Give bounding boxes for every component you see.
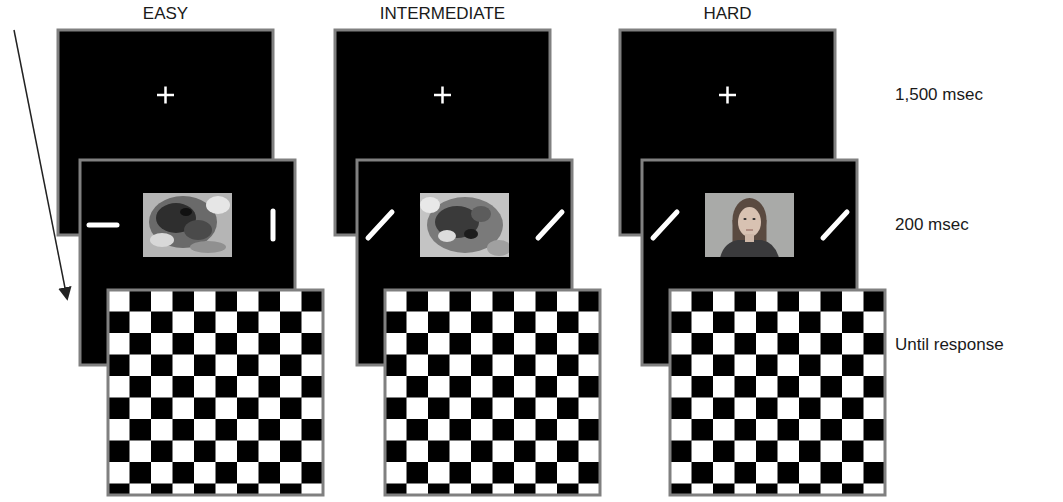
mask-screen: [108, 290, 323, 495]
hard-trial: [620, 30, 885, 495]
stimulus-screen-part: [653, 212, 677, 238]
aversive-photo-part: [464, 229, 478, 239]
aversive-photo: [420, 193, 509, 257]
mask-screen-part: [670, 290, 885, 495]
mask-screen-part: [108, 290, 323, 495]
aversive-photo-part: [438, 230, 456, 242]
mask-screen-part: [108, 290, 323, 495]
aversive-photo-part: [143, 193, 232, 257]
neutral-face-photo: [705, 193, 794, 257]
easy-trial: [58, 30, 323, 495]
neutral-face-photo-part: [752, 218, 755, 220]
aversive-photo-part: [206, 196, 230, 214]
mask-screen: [670, 290, 885, 495]
duration-label: 1,500 msec: [895, 85, 983, 105]
duration-label: Until response: [895, 335, 1004, 355]
mask-screen-part: [670, 290, 885, 495]
stimulus-screen-part: [823, 212, 847, 238]
neutral-face-photo-part: [738, 207, 761, 237]
intermediate-trial: [335, 30, 600, 495]
stimulus-screen-part: [368, 212, 392, 238]
aversive-photo-part: [184, 220, 212, 240]
fixation-screen-part: [157, 87, 174, 104]
neutral-face-photo-part: [743, 218, 746, 220]
column-heading: INTERMEDIATE: [380, 4, 505, 24]
aversive-photo-part: [180, 208, 192, 216]
neutral-face-photo-part: [745, 234, 754, 242]
aversive-photo-part: [471, 206, 491, 222]
mask-screen-part: [385, 290, 600, 495]
aversive-photo-part: [150, 233, 174, 247]
neutral-face-photo-part: [705, 193, 794, 257]
aversive-photo: [143, 193, 232, 257]
column-heading: EASY: [143, 4, 188, 24]
neutral-face-photo-part: [720, 240, 779, 257]
duration-label: 200 msec: [895, 215, 969, 235]
stimulus-screen-part: [89, 223, 117, 228]
column-heading: HARD: [703, 4, 751, 24]
aversive-photo-part: [420, 197, 440, 213]
stimulus-screen-part: [538, 212, 562, 238]
aversive-photo-part: [190, 241, 226, 253]
fixation-screen-part: [719, 87, 736, 104]
mask-screen-part: [385, 290, 600, 495]
fixation-screen-part: [434, 87, 451, 104]
stimulus-screen-part: [271, 211, 276, 239]
aversive-photo-part: [487, 240, 509, 256]
neutral-face-photo-part: [746, 229, 753, 230]
mask-screen: [385, 290, 600, 495]
